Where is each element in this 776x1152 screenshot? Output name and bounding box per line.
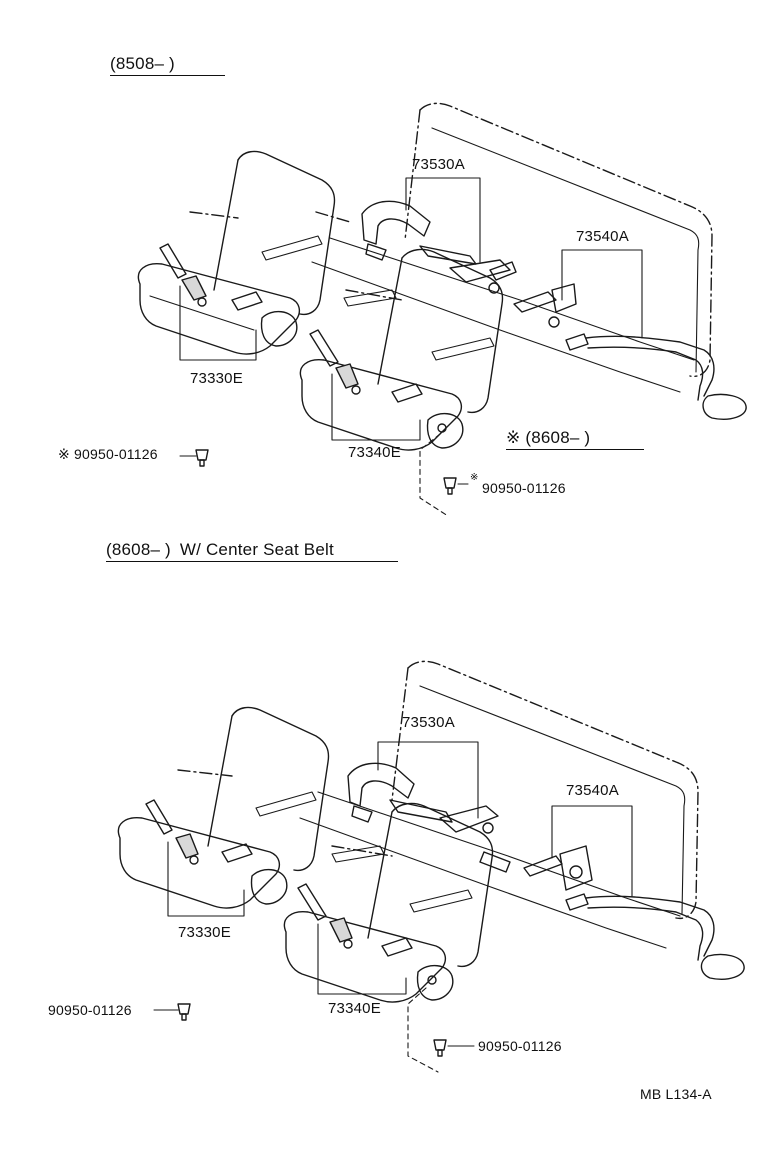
top-assembly (137, 102, 747, 517)
part-label-73340e-bottom: 73340E (328, 1000, 381, 1017)
top-section-header: (8508– ) (110, 54, 225, 76)
bottom-header-code: (8608– ) (106, 540, 171, 559)
variant-note: ※ (8608– ) (506, 428, 644, 450)
part-label-73330e: 73330E (190, 370, 243, 387)
bolt-label-left: ※ 90950-01126 (58, 446, 158, 462)
part-label-73340e: 73340E (348, 444, 401, 461)
bolt-label-right-mark: ※ (470, 472, 479, 483)
part-label-73530a: 73530A (412, 156, 465, 173)
part-label-73540a-bottom: 73540A (566, 782, 619, 799)
bolt-label-right-bottom: 90950-01126 (478, 1038, 562, 1054)
bolt-label-right: 90950-01126 (482, 480, 566, 496)
bottom-section-header: (8608– ) W/ Center Seat Belt (106, 540, 398, 562)
figure-code: MB L134-A (640, 1086, 712, 1102)
part-label-73530a-bottom: 73530A (402, 714, 455, 731)
bolt-label-left-bottom: 90950-01126 (48, 1002, 132, 1018)
bottom-assembly (117, 660, 745, 1073)
bottom-header-text: W/ Center Seat Belt (179, 540, 334, 559)
part-label-73330e-bottom: 73330E (178, 924, 231, 941)
part-label-73540a: 73540A (576, 228, 629, 245)
